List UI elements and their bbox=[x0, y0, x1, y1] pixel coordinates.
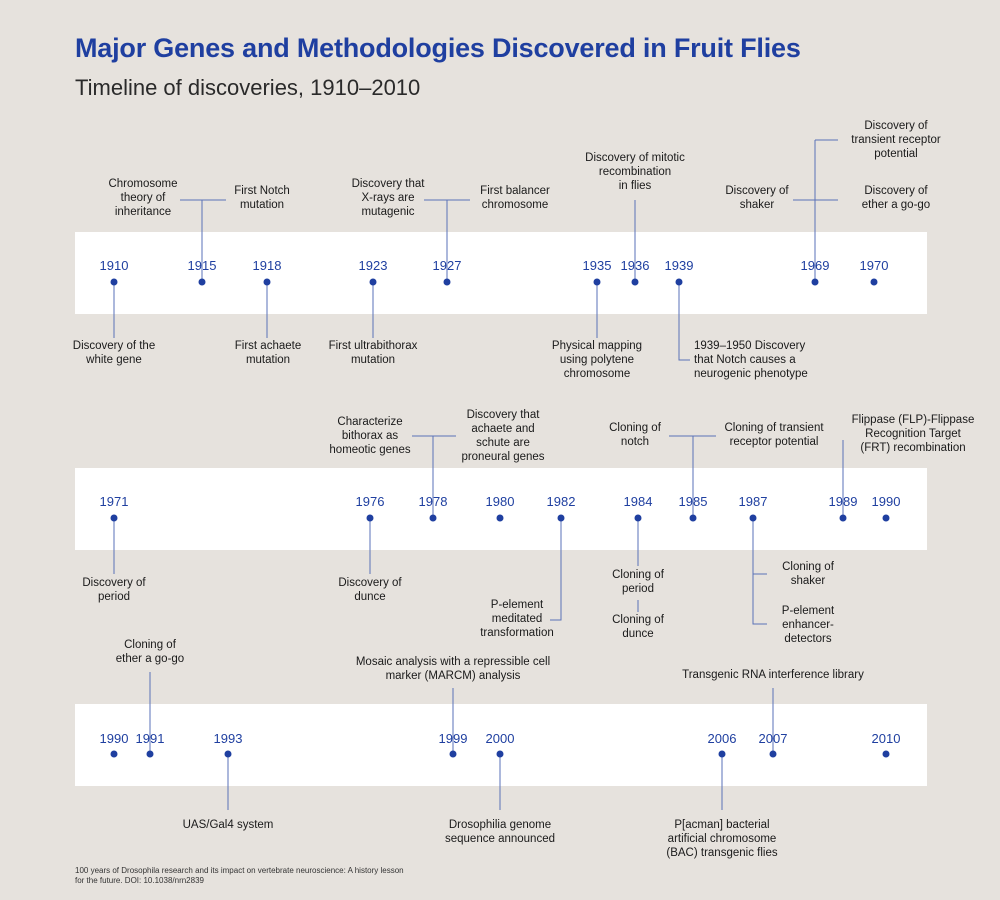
year-label: 1982 bbox=[546, 494, 576, 509]
timeline-dot bbox=[449, 750, 457, 758]
year-label: 1971 bbox=[99, 494, 129, 509]
year-label: 2000 bbox=[485, 731, 515, 746]
year-label: 2010 bbox=[871, 731, 901, 746]
timeline-dot bbox=[882, 514, 890, 522]
timeline-dot bbox=[689, 514, 697, 522]
timeline-dot bbox=[110, 514, 118, 522]
timeline-dot bbox=[769, 750, 777, 758]
source-citation: 100 years of Drosophila research and its… bbox=[75, 866, 404, 885]
year-label: 1918 bbox=[252, 258, 282, 273]
year-label: 1923 bbox=[358, 258, 388, 273]
year-label: 1990 bbox=[99, 731, 129, 746]
year-label: 1978 bbox=[418, 494, 448, 509]
year-label: 1989 bbox=[828, 494, 858, 509]
timeline-dot bbox=[429, 514, 437, 522]
year-label: 1936 bbox=[620, 258, 650, 273]
year-label: 1993 bbox=[213, 731, 243, 746]
timeline-dot bbox=[631, 278, 639, 286]
year-label: 1987 bbox=[738, 494, 768, 509]
timeline-dot bbox=[593, 278, 601, 286]
timeline-dot bbox=[749, 514, 757, 522]
year-label: 1969 bbox=[800, 258, 830, 273]
year-label: 1999 bbox=[438, 731, 468, 746]
timeline-band-3 bbox=[75, 704, 927, 786]
year-label: 1910 bbox=[99, 258, 129, 273]
year-label: 1939 bbox=[664, 258, 694, 273]
timeline-dot bbox=[263, 278, 271, 286]
year-label: 1915 bbox=[187, 258, 217, 273]
year-label: 2006 bbox=[707, 731, 737, 746]
year-label: 1984 bbox=[623, 494, 653, 509]
year-label: 1990 bbox=[871, 494, 901, 509]
timeline-dot bbox=[146, 750, 154, 758]
timeline-dot bbox=[718, 750, 726, 758]
timeline-dot bbox=[224, 750, 232, 758]
page-subtitle: Timeline of discoveries, 1910–2010 bbox=[75, 75, 421, 100]
timeline-dot bbox=[496, 750, 504, 758]
timeline-band-1 bbox=[75, 232, 927, 314]
event-rnai-library: Transgenic RNA interference library bbox=[682, 669, 864, 681]
timeline-dot bbox=[870, 278, 878, 286]
timeline-dot bbox=[366, 514, 374, 522]
timeline-dot bbox=[811, 278, 819, 286]
year-label: 1991 bbox=[135, 731, 165, 746]
timeline-dot bbox=[110, 750, 118, 758]
timeline-dot bbox=[882, 750, 890, 758]
timeline-dot bbox=[839, 514, 847, 522]
year-label: 1935 bbox=[582, 258, 612, 273]
connector bbox=[752, 518, 767, 575]
timeline-dot bbox=[110, 278, 118, 286]
timeline-dot bbox=[634, 514, 642, 522]
year-label: 1927 bbox=[432, 258, 462, 273]
year-label: 1970 bbox=[859, 258, 889, 273]
timeline-dot bbox=[443, 278, 451, 286]
timeline-dot bbox=[369, 278, 377, 286]
connector bbox=[752, 574, 767, 625]
timeline-dot bbox=[557, 514, 565, 522]
timeline-dot bbox=[198, 278, 206, 286]
year-label: 1976 bbox=[355, 494, 385, 509]
timeline-dot bbox=[675, 278, 683, 286]
page-title: Major Genes and Methodologies Discovered… bbox=[75, 33, 801, 63]
connector bbox=[550, 518, 562, 621]
year-label: 1980 bbox=[485, 494, 515, 509]
year-label: 1985 bbox=[678, 494, 708, 509]
timeline-band-2 bbox=[75, 468, 927, 550]
event-uas-gal4: UAS/Gal4 system bbox=[182, 819, 274, 831]
connector bbox=[678, 282, 690, 361]
timeline-dot bbox=[496, 514, 504, 522]
year-label: 2007 bbox=[758, 731, 788, 746]
